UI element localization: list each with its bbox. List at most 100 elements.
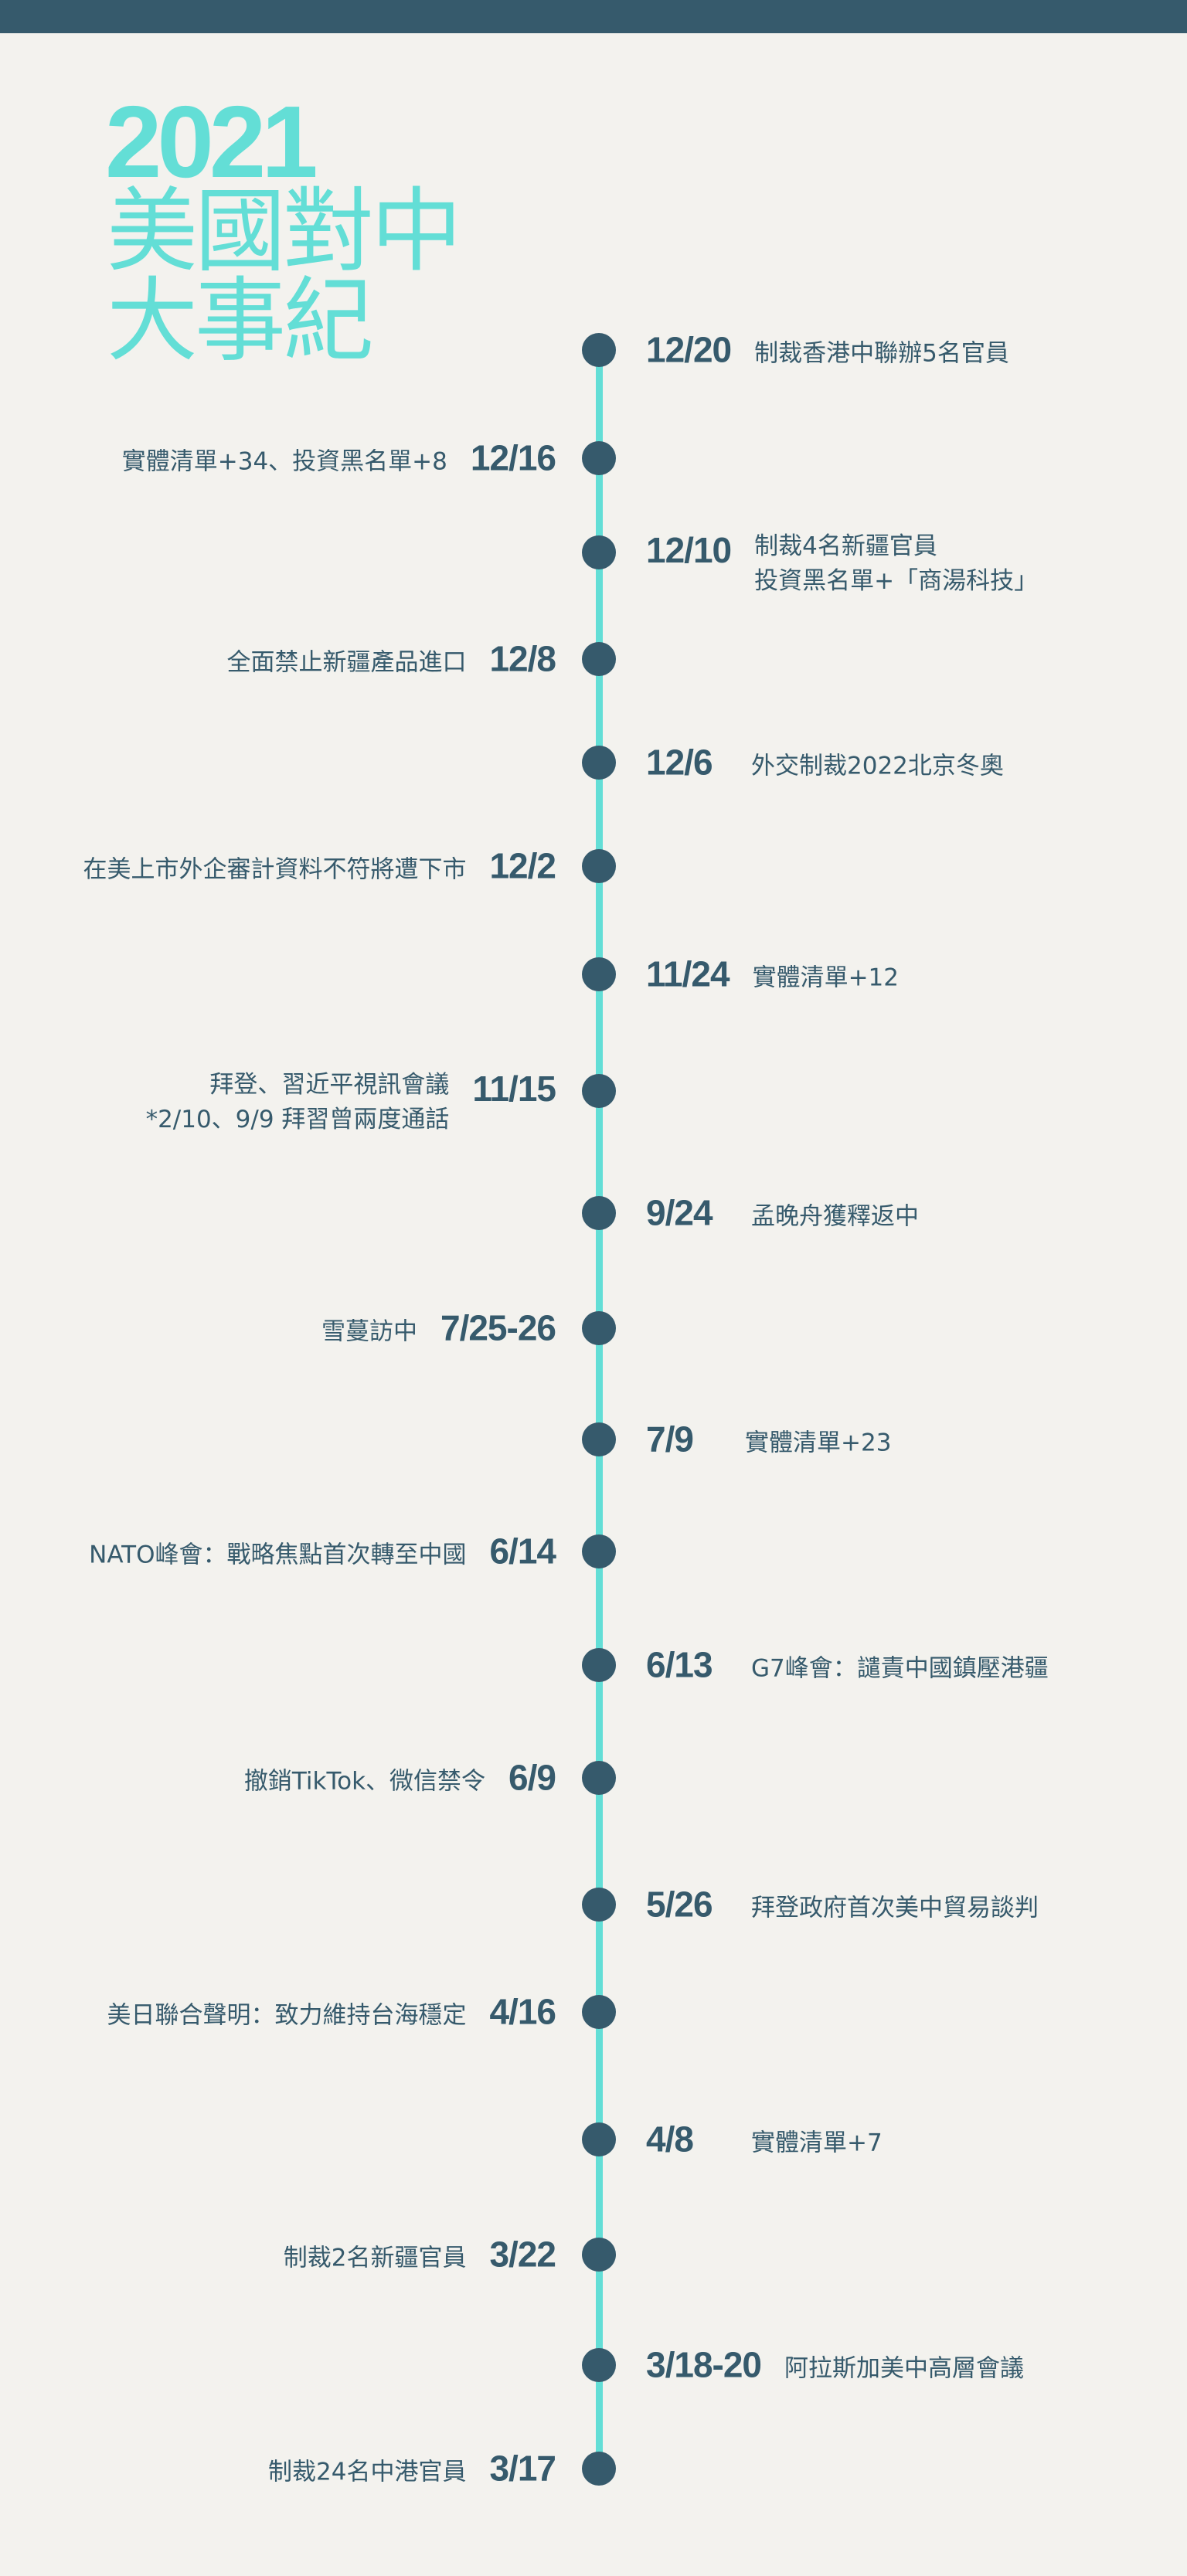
- event-description-line: 外交制裁2022北京冬奧: [751, 752, 1004, 780]
- timeline-dot-icon: [582, 746, 616, 780]
- event-description: 實體清單+23: [745, 1426, 891, 1461]
- event-description-line: 投資黑名單+「商湯科技」: [754, 566, 1039, 595]
- event-label: 5/26 拜登政府首次美中貿易談判: [646, 1884, 1039, 1926]
- event-date: 3/18-20: [646, 2345, 762, 2385]
- event-description: 實體清單+7: [751, 2126, 883, 2161]
- event-date: 5/26: [646, 1884, 713, 1925]
- timeline-axis: [596, 350, 603, 2469]
- event-label: 12/6 外交制裁2022北京冬奧: [646, 742, 1004, 784]
- title-line-1: 美國對中: [107, 178, 462, 284]
- event-description-line: *2/10、9/9 拜習曾兩度通話: [145, 1105, 450, 1133]
- event-description-line: 實體清單+23: [745, 1429, 892, 1457]
- timeline-dot-icon: [582, 1648, 616, 1682]
- event-description-line: 實體清單+7: [751, 2129, 883, 2157]
- event-date: 12/20: [646, 330, 732, 370]
- event-description: 實體清單+34、投資黑名單+8: [122, 445, 447, 480]
- event-description-line: 在美上市外企審計資料不符將遭下市: [83, 855, 467, 884]
- event-description-line: 雪蔓訪中: [321, 1317, 417, 1346]
- timeline-dot-icon: [582, 2348, 616, 2382]
- event-date: 9/24: [646, 1193, 713, 1233]
- event-description-line: 實體清單+34、投資黑名單+8: [121, 447, 447, 476]
- event-description: 制裁4名新疆官員投資黑名單+「商湯科技」: [754, 529, 1038, 599]
- event-description-line: NATO峰會：戰略焦點首次轉至中國: [89, 1541, 467, 1569]
- event-description: 阿拉斯加美中高層會議: [784, 2352, 1024, 2387]
- event-description-line: 制裁24名中港官員: [268, 2458, 467, 2486]
- event-label: 3/22 制裁2名新疆官員: [284, 2234, 556, 2276]
- event-description-line: 拜登、習近平視訊會議: [209, 1071, 450, 1099]
- event-description: 全面禁止新疆產品進口: [226, 646, 466, 681]
- event-description: 拜登政府首次美中貿易談判: [751, 1891, 1039, 1926]
- timeline-dot-icon: [582, 1534, 616, 1568]
- event-label: 12/10 制裁4名新疆官員投資黑名單+「商湯科技」: [646, 529, 1038, 599]
- event-label: 4/8 實體清單+7: [646, 2119, 883, 2161]
- event-description-line: 實體清單+12: [752, 963, 899, 992]
- event-description: G7峰會：譴責中國鎮壓港疆: [751, 1652, 1049, 1687]
- timeline-dot-icon: [582, 333, 616, 367]
- event-date: 12/2: [489, 846, 556, 886]
- event-label: 7/25-26 雪蔓訪中: [321, 1307, 556, 1350]
- event-description-line: 制裁2名新疆官員: [283, 2244, 467, 2272]
- timeline-dot-icon: [582, 1074, 616, 1108]
- event-description: 制裁2名新疆官員: [284, 2241, 467, 2276]
- timeline-dot-icon: [582, 957, 616, 991]
- event-description-line: 美日聯合聲明：致力維持台海穩定: [107, 2001, 467, 2030]
- event-description: 撤銷TikTok、微信禁令: [244, 1765, 485, 1799]
- event-description: 外交制裁2022北京冬奧: [751, 749, 1004, 784]
- event-description: 美日聯合聲明：致力維持台海穩定: [107, 1999, 466, 2034]
- event-date: 12/10: [646, 530, 732, 570]
- event-description-line: 阿拉斯加美中高層會議: [784, 2354, 1025, 2383]
- event-description: 孟晚舟獲釋返中: [751, 1200, 919, 1235]
- event-description: 雪蔓訪中: [321, 1315, 417, 1350]
- title-line-2: 大事紀: [107, 267, 374, 374]
- event-label: 12/16 實體清單+34、投資黑名單+8: [122, 437, 556, 480]
- timeline-dot-icon: [582, 1995, 616, 2029]
- event-label: 6/9 撤銷TikTok、微信禁令: [244, 1757, 556, 1799]
- event-label: 12/20 制裁香港中聯辦5名官員: [646, 329, 1009, 372]
- timeline-dot-icon: [582, 1888, 616, 1922]
- timeline-dot-icon: [582, 2238, 616, 2272]
- event-description: NATO峰會：戰略焦點首次轉至中國: [89, 1538, 466, 1573]
- event-date: 6/14: [489, 1531, 556, 1572]
- event-description: 在美上市外企審計資料不符將遭下市: [83, 853, 466, 888]
- event-label: 12/8 全面禁止新疆產品進口: [226, 638, 556, 681]
- event-description: 實體清單+12: [753, 961, 899, 996]
- timeline-dot-icon: [582, 535, 616, 569]
- event-label: 7/9 實體清單+23: [646, 1419, 891, 1461]
- event-date: 3/22: [489, 2234, 556, 2275]
- event-label: 3/18-20 阿拉斯加美中高層會議: [646, 2344, 1024, 2387]
- timeline-dot-icon: [582, 1196, 616, 1230]
- title-year: 2021: [105, 85, 318, 199]
- timeline-dot-icon: [582, 441, 616, 475]
- event-label: 9/24 孟晚舟獲釋返中: [646, 1192, 919, 1235]
- event-label: 11/15 拜登、習近平視訊會議 *2/10、9/9 拜習曾兩度通話: [146, 1068, 556, 1137]
- event-date: 6/9: [508, 1758, 556, 1798]
- timeline-dot-icon: [582, 2452, 616, 2486]
- event-date: 12/16: [470, 438, 556, 478]
- timeline-dot-icon: [582, 642, 616, 676]
- timeline-dot-icon: [582, 1311, 616, 1345]
- event-date: 12/6: [646, 743, 713, 783]
- event-description-line: 制裁香港中聯辦5名官員: [754, 339, 1009, 368]
- event-label: 12/2 在美上市外企審計資料不符將遭下市: [83, 845, 556, 888]
- event-date: 4/8: [646, 2119, 694, 2160]
- timeline-dot-icon: [582, 1422, 616, 1456]
- event-description: 拜登、習近平視訊會議 *2/10、9/9 拜習曾兩度通話: [146, 1068, 450, 1137]
- top-banner: [0, 0, 1187, 33]
- event-date: 11/15: [472, 1069, 556, 1109]
- event-date: 12/8: [489, 639, 556, 679]
- event-date: 7/25-26: [440, 1308, 556, 1348]
- event-date: 4/16: [489, 1992, 556, 2032]
- event-date: 11/24: [646, 954, 730, 994]
- timeline-dot-icon: [582, 1761, 616, 1795]
- event-description: 制裁24名中港官員: [268, 2455, 466, 2490]
- event-description: 制裁香港中聯辦5名官員: [754, 337, 1009, 372]
- event-description-line: 拜登政府首次美中貿易談判: [751, 1894, 1039, 1922]
- event-date: 7/9: [646, 1419, 694, 1460]
- event-label: 4/16 美日聯合聲明：致力維持台海穩定: [107, 1991, 556, 2034]
- event-label: 6/14 NATO峰會：戰略焦點首次轉至中國: [89, 1531, 556, 1573]
- event-description-line: 全面禁止新疆產品進口: [226, 648, 467, 677]
- event-description-line: 孟晚舟獲釋返中: [751, 1202, 919, 1231]
- event-description-line: 撤銷TikTok、微信禁令: [243, 1767, 486, 1796]
